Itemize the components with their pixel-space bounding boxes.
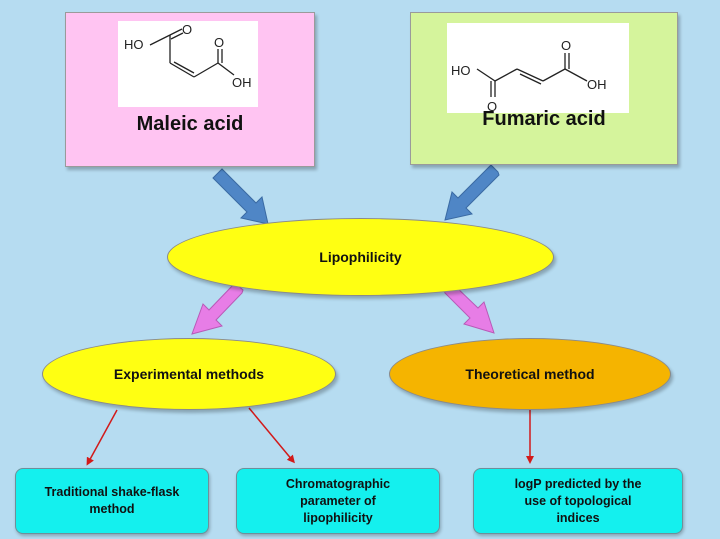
shake-flask-line-2: method (89, 502, 135, 516)
arrow-maleic-to-lipophilicity (212, 168, 269, 225)
fumaric-o-top-label: O (561, 38, 571, 53)
chromatographic-line-2: parameter of (300, 493, 376, 508)
fumaric-ho-label: HO (451, 63, 471, 78)
logp-line-2: use of topological (524, 493, 632, 508)
maleic-o-top-label: O (182, 22, 192, 37)
chromatographic-parameter-box: Chromatographic parameter of lipophilici… (236, 468, 440, 534)
theoretical-method-label: Theoretical method (465, 366, 595, 382)
arrow-experimental-to-shake-flask (86, 409, 118, 466)
fumaric-oh-label: OH (587, 77, 607, 92)
logp-line-3: indices (556, 510, 600, 525)
maleic-o-bottom-label: O (214, 35, 224, 50)
theoretical-method-node: Theoretical method (389, 338, 671, 410)
maleic-acid-box: HO O O OH Maleic acid (65, 12, 315, 167)
chromatographic-line-1: Chromatographic (285, 476, 391, 491)
maleic-acid-structure: HO O O OH (118, 21, 258, 107)
shake-flask-method-box: Traditional shake-flask method (15, 468, 209, 534)
chromatographic-line-3: lipophilicity (303, 510, 373, 525)
shake-flask-line-1: Traditional shake-flask (44, 485, 180, 499)
lipophilicity-node: Lipophilicity (167, 218, 554, 296)
lipophilicity-label: Lipophilicity (319, 249, 402, 265)
maleic-acid-label: Maleic acid (136, 113, 244, 135)
fumaric-acid-structure: HO O O OH (447, 23, 629, 113)
maleic-oh-label: OH (232, 75, 252, 90)
experimental-methods-node: Experimental methods (42, 338, 336, 410)
arrow-lipophilicity-to-theoretical (443, 282, 495, 334)
maleic-ho-label: HO (124, 37, 144, 52)
fumaric-o-bottom-label: O (487, 99, 497, 113)
fumaric-acid-label: Fumaric acid (482, 108, 606, 130)
arrow-experimental-to-chromatographic (248, 407, 295, 464)
logp-line-1: logP predicted by the (514, 476, 642, 491)
logp-topological-box: logP predicted by the use of topological… (473, 468, 683, 534)
arrow-lipophilicity-to-experimental (191, 282, 244, 335)
experimental-methods-label: Experimental methods (113, 366, 265, 382)
fumaric-acid-box: HO O O OH Fumaric acid (410, 12, 678, 165)
arrow-fumaric-to-lipophilicity (444, 164, 500, 221)
